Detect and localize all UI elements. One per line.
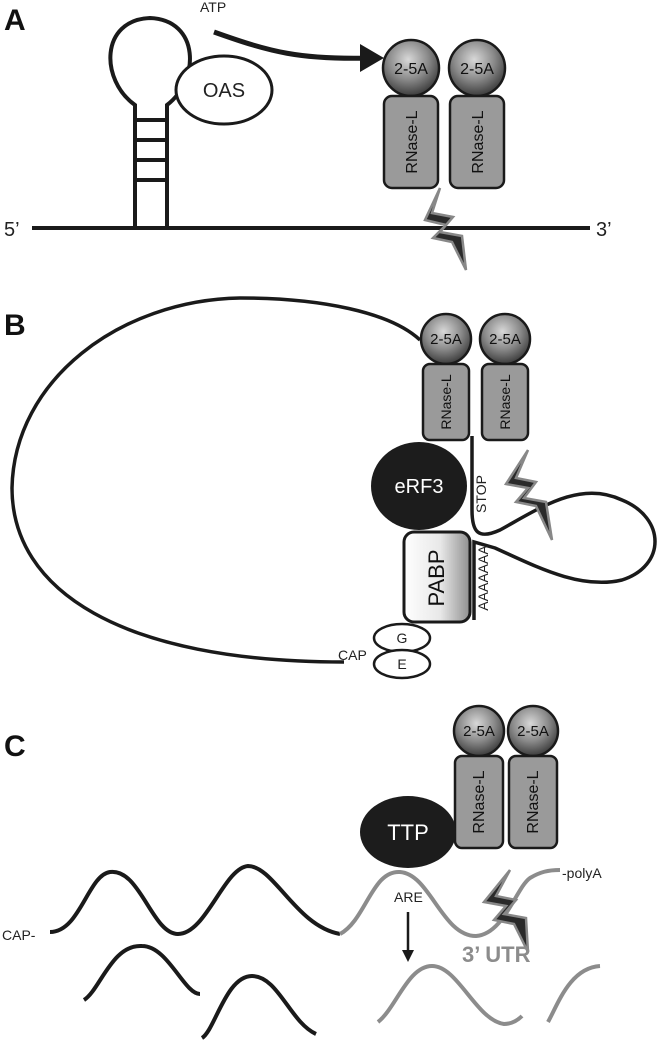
mrna-coding-wave bbox=[49, 863, 341, 937]
are-label: ARE bbox=[394, 889, 423, 905]
panel-b: B 2-5A 2-5A RNase-L RNase-L eRF3 STOP bbox=[4, 296, 657, 680]
oas-enzyme bbox=[174, 54, 274, 126]
are-arrow-head bbox=[402, 950, 414, 962]
rnase-l-monomer: RNase-L bbox=[448, 94, 506, 190]
erf3-label: eRF3 bbox=[395, 476, 444, 498]
svg-text:RNase-L: RNase-L bbox=[471, 770, 488, 833]
pabp-label: PABP bbox=[424, 549, 449, 606]
polya-label: -polyA bbox=[562, 865, 602, 881]
erf3-protein bbox=[371, 442, 467, 530]
svg-text:2-5A: 2-5A bbox=[460, 61, 494, 78]
two-5a-ball: 2-5A bbox=[419, 312, 473, 366]
mrna-utr-wave bbox=[376, 963, 524, 1027]
rnase-l-monomer: RNase-L bbox=[453, 754, 505, 850]
ttp-protein bbox=[360, 796, 456, 868]
circular-mrna bbox=[10, 296, 422, 664]
eif4e-label: E bbox=[397, 656, 406, 672]
svg-text:RNase-L: RNase-L bbox=[497, 374, 513, 429]
oas-label: OAS bbox=[203, 80, 245, 102]
cleavage-lightning-icon bbox=[423, 187, 468, 271]
mrna-coding-wave bbox=[200, 973, 317, 1040]
five-prime-label: 5’ bbox=[4, 219, 20, 241]
svg-text:RNase-L: RNase-L bbox=[438, 374, 454, 429]
atp-arrow bbox=[213, 29, 373, 61]
atp-label: ATP bbox=[200, 0, 226, 15]
mrna-utr-wave bbox=[338, 868, 561, 939]
svg-text:2-5A: 2-5A bbox=[463, 723, 495, 740]
three-prime-label: 3’ bbox=[596, 219, 612, 241]
eif4e-protein bbox=[372, 648, 432, 680]
rnase-l-monomer: RNase-L bbox=[421, 362, 471, 442]
ttp-label: TTP bbox=[387, 820, 429, 845]
rnase-l-monomer: RNase-L bbox=[507, 754, 559, 850]
stop-codon-label: STOP bbox=[473, 475, 489, 513]
rnase-l-monomer: RNase-L bbox=[480, 362, 530, 442]
panel-b-letter: B bbox=[4, 309, 26, 342]
svg-text:2-5A: 2-5A bbox=[517, 723, 549, 740]
panel-c: C 2-5A 2-5A RNase-L RNase-L TTP bbox=[2, 704, 602, 1040]
cleavage-lightning-icon bbox=[481, 869, 530, 953]
svg-text:RNase-L: RNase-L bbox=[404, 110, 421, 173]
polya-tail-label: AAAAAAA bbox=[475, 545, 491, 611]
pabp-protein bbox=[402, 530, 472, 624]
svg-text:2-5A: 2-5A bbox=[430, 331, 462, 348]
panel-a-letter: A bbox=[4, 4, 26, 37]
svg-text:2-5A: 2-5A bbox=[489, 331, 521, 348]
two-5a-ball: 2-5A bbox=[478, 312, 532, 366]
cap-label-b: CAP bbox=[338, 647, 367, 663]
mrna-utr-wave bbox=[546, 964, 601, 1023]
dsrna-stem-loop bbox=[108, 15, 192, 228]
eif4g-label: G bbox=[397, 630, 408, 646]
mrna-coding-wave bbox=[82, 943, 201, 1002]
mrna-3prime-loop bbox=[470, 436, 657, 620]
utr-label: 3’ UTR bbox=[462, 942, 531, 967]
cap-label-c: CAP- bbox=[2, 927, 36, 943]
svg-text:2-5A: 2-5A bbox=[394, 61, 428, 78]
cleavage-lightning-icon bbox=[503, 449, 554, 541]
panel-c-letter: C bbox=[4, 730, 26, 763]
panel-a: A 5’ 3’ OAS ATP 2-5A 2-5A bbox=[4, 0, 612, 271]
two-5a-ball: 2-5A bbox=[447, 38, 507, 98]
two-5a-ball: 2-5A bbox=[381, 38, 441, 98]
svg-text:RNase-L: RNase-L bbox=[470, 110, 487, 173]
svg-text:RNase-L: RNase-L bbox=[525, 770, 542, 833]
two-5a-ball: 2-5A bbox=[452, 704, 506, 758]
rnase-l-monomer: RNase-L bbox=[382, 94, 440, 190]
atp-arrow-head bbox=[360, 44, 384, 72]
two-5a-ball: 2-5A bbox=[506, 704, 560, 758]
